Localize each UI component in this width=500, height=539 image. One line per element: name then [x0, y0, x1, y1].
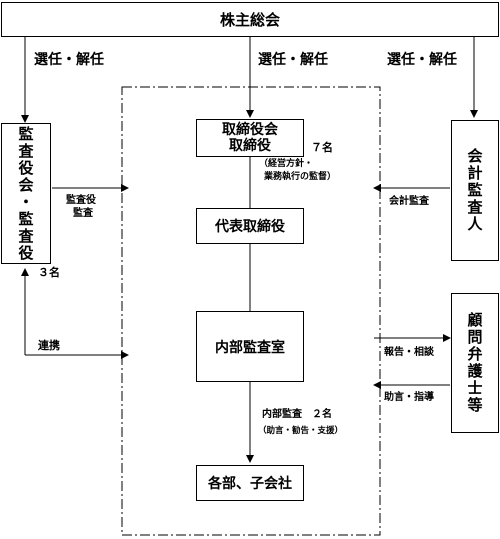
board-box: 取締役会 取締役: [196, 119, 304, 157]
elect-dismiss-left-label: 選任・解任: [34, 52, 104, 68]
internal-audit-count-label: 内部監査 ２名: [262, 409, 332, 420]
cooperation-label: 連携: [38, 339, 60, 352]
auditors-box: 監査役会・監査役: [1, 123, 51, 264]
shareholders-meeting-label: 株主総会: [219, 11, 280, 29]
elect-dismiss-right-label: 選任・解任: [387, 52, 457, 68]
accounting-auditor-box: 会計監査人: [451, 120, 499, 261]
internal-audit-office-box: 内部監査室: [196, 311, 304, 382]
representative-director-box: 代表取締役: [196, 208, 304, 244]
board-label-line2: 取締役: [229, 138, 271, 154]
accounting-auditor-label: 会計監査人: [465, 148, 484, 233]
departments-subsidiaries-label: 各部、子会社: [208, 476, 292, 492]
advice-guidance-label: 助言・指導: [384, 392, 434, 403]
board-note-line1: （経営方針・: [259, 159, 314, 169]
representative-director-label: 代表取締役: [215, 219, 285, 235]
auditor-count-label: ３名: [38, 266, 60, 279]
legal-advisor-box: 顧問弁護士等: [451, 293, 499, 433]
elect-dismiss-center-label: 選任・解任: [258, 52, 328, 68]
departments-subsidiaries-box: 各部、子会社: [196, 465, 304, 501]
shareholders-meeting-box: 株主総会: [1, 2, 499, 37]
accounting-audit-label: 会計監査: [389, 196, 429, 207]
auditor-audit-line2: 監査: [73, 208, 93, 219]
company-boundary: [121, 86, 381, 536]
internal-audit-office-label: 内部監査室: [215, 339, 285, 356]
report-consult-label: 報告・相談: [384, 347, 434, 358]
auditor-audit-line1: 監査役: [66, 195, 96, 206]
board-label-line1: 取締役会: [222, 121, 278, 138]
board-count-label: ７名: [311, 141, 333, 154]
legal-advisor-label: 顧問弁護士等: [465, 312, 484, 414]
board-note-line2: 業務執行の監督）: [264, 172, 337, 182]
auditors-label: 監査役会・監査役: [16, 125, 35, 262]
internal-audit-note-label: （助言・勧告・支援）: [258, 426, 344, 436]
